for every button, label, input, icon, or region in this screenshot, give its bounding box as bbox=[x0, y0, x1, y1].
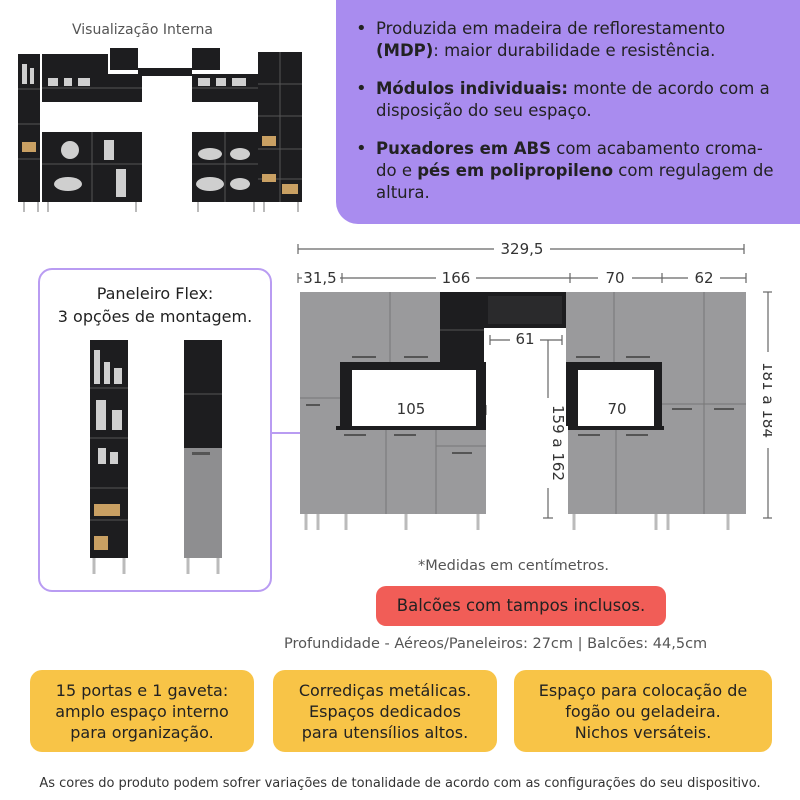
dim-height-total: 181 a 184 bbox=[759, 362, 772, 438]
feature-item: • Produzida em madeira de reflorestamento… bbox=[356, 18, 780, 62]
tops-included-badge: Balcões com tampos inclusos. bbox=[376, 586, 666, 626]
panel-flex-title-line1: Paneleiro Flex: bbox=[96, 284, 214, 303]
feature-text: Módulos individuais: monte de acordo com… bbox=[376, 78, 780, 122]
highlight-doors-line2: amplo espaço interno bbox=[55, 702, 229, 721]
dim-width-4: 62 bbox=[694, 269, 713, 287]
bullet-icon: • bbox=[356, 78, 367, 99]
dim-counter-left: 105 bbox=[397, 400, 426, 418]
highlight-slides-line1: Corrediças metálicas. bbox=[298, 681, 472, 700]
dim-total-width: 329,5 bbox=[501, 240, 544, 258]
feature-text: Produzida em madeira de reflorestamento … bbox=[376, 18, 780, 62]
highlight-slides-line2: Espaços dedicados bbox=[309, 702, 461, 721]
dim-counter-right: 70 bbox=[607, 400, 626, 418]
measurement-note: *Medidas em centímetros. bbox=[418, 558, 610, 574]
dim-width-1: 31,5 bbox=[303, 269, 336, 287]
panel-flex-box: Paneleiro Flex: 3 opções de montagem. bbox=[38, 268, 272, 592]
internal-view-illustration bbox=[18, 48, 302, 212]
feature-text-run: Produzida em madeira de reflorestamento bbox=[376, 19, 726, 38]
kitchen-dimensions-diagram: 329,5 31,5 166 70 62 61 105 70 159 a 162… bbox=[297, 240, 772, 530]
panel-flex-title: Paneleiro Flex: 3 opções de montagem. bbox=[40, 282, 270, 328]
dim-height-mid: 159 a 162 bbox=[549, 405, 567, 481]
bullet-icon: • bbox=[356, 18, 367, 39]
bullet-icon: • bbox=[356, 138, 367, 159]
feature-text-run: com regulagem de altura. bbox=[376, 161, 774, 202]
highlight-space-line1: Espaço para colocação de bbox=[538, 681, 748, 700]
feature-text-bold: pés em polipropileno bbox=[417, 161, 614, 180]
panel-flex-connector bbox=[272, 432, 308, 434]
panel-flex-title-line2: 3 opções de montagem. bbox=[57, 307, 253, 326]
highlight-slides: Corrediças metálicas. Espaços dedicados … bbox=[273, 670, 497, 752]
feature-text-run: monte de acordo com a disposição do seu … bbox=[376, 79, 770, 120]
highlight-space: Espaço para colocação de fogão ou gelade… bbox=[514, 670, 772, 752]
highlight-space-line2: fogão ou geladeira. bbox=[565, 702, 721, 721]
highlight-doors: 15 portas e 1 gaveta: amplo espaço inter… bbox=[30, 670, 254, 752]
dim-gap: 61 bbox=[515, 330, 534, 348]
depth-info: Profundidade - Aéreos/Paneleiros: 27cm |… bbox=[284, 636, 708, 652]
feature-text: Puxadores em ABS com acabamento croma-do… bbox=[376, 138, 780, 204]
dim-width-3: 70 bbox=[605, 269, 624, 287]
feature-text-bold: (MDP) bbox=[376, 41, 434, 60]
highlight-space-line3: Nichos versáteis. bbox=[574, 723, 712, 742]
feature-text-run: : maior durabilidade e resistência. bbox=[433, 41, 716, 60]
dim-width-2: 166 bbox=[442, 269, 471, 287]
highlight-doors-line1: 15 portas e 1 gaveta: bbox=[55, 681, 229, 700]
panel-flex-options-illustration bbox=[90, 340, 222, 574]
feature-text-run: com acabamento croma-do e bbox=[376, 139, 763, 180]
color-disclaimer: As cores do produto podem sofrer variaçõ… bbox=[39, 776, 761, 791]
feature-text-bold: Módulos individuais: bbox=[376, 79, 568, 98]
internal-view-title: Visualização Interna bbox=[72, 22, 213, 38]
feature-text-bold: Puxadores em ABS bbox=[376, 139, 552, 158]
feature-item: • Módulos individuais: monte de acordo co… bbox=[356, 78, 780, 122]
feature-box: • Produzida em madeira de reflorestamento… bbox=[336, 0, 800, 224]
highlight-slides-line3: para utensílios altos. bbox=[301, 723, 469, 742]
highlight-doors-line3: para organização. bbox=[70, 723, 214, 742]
feature-item: • Puxadores em ABS com acabamento croma-d… bbox=[356, 138, 780, 204]
